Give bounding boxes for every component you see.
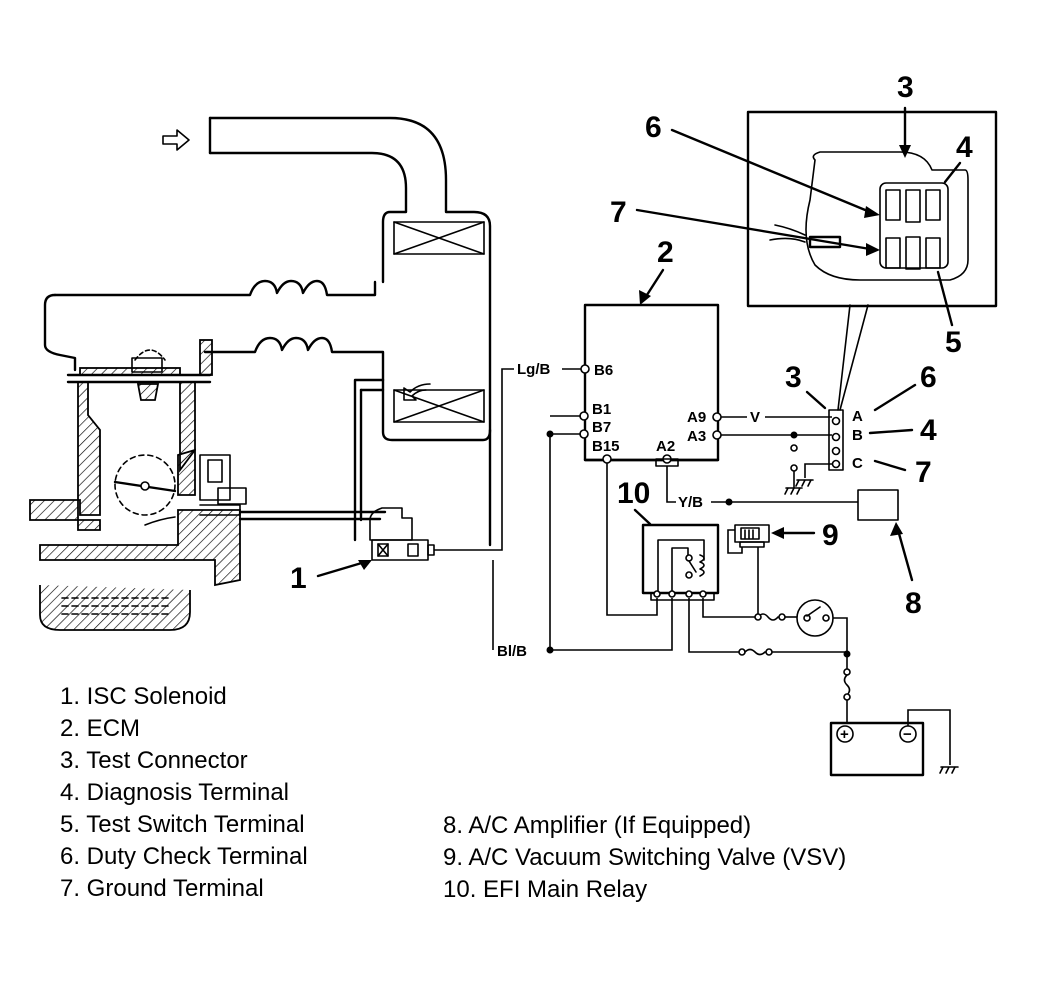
callout-6-connector: 6 — [873, 361, 937, 412]
battery-negative-icon: − — [903, 726, 912, 743]
terminal-c-label: C — [852, 455, 863, 472]
battery: + − — [829, 709, 959, 777]
terminal-a-label: A — [852, 408, 863, 425]
wire-v: V — [721, 409, 832, 495]
legend-item-ground-terminal: 7. Ground Terminal — [60, 875, 264, 902]
callout-9: 9 — [771, 519, 839, 552]
ecm-pin-a2: A2 — [655, 438, 679, 467]
callout-5-inset: 5 — [936, 270, 962, 359]
legend-left: 1. ISC Solenoid 2. ECM 3. Test Connector… — [60, 681, 308, 905]
svg-text:4: 4 — [920, 414, 937, 447]
ecm-pin-a9: A9 — [687, 409, 722, 426]
svg-text:3: 3 — [897, 71, 914, 104]
legend-item-isc-solenoid: 1. ISC Solenoid — [60, 683, 227, 710]
ac-amplifier — [857, 489, 899, 521]
legend-item-test-connector: 3. Test Connector — [60, 747, 248, 774]
svg-text:5: 5 — [945, 326, 962, 359]
ecm-pin-b1: B1 — [579, 401, 611, 421]
svg-text:Lg/B: Lg/B — [517, 361, 550, 378]
callout-4-inset: 4 — [943, 131, 973, 184]
svg-text:A9: A9 — [687, 409, 706, 426]
battery-positive-icon: + — [840, 726, 849, 743]
svg-text:3: 3 — [785, 361, 802, 394]
wire-bl-b: Bl/B — [492, 415, 673, 660]
ecm-pin-b15: B15 — [592, 438, 620, 455]
svg-text:9: 9 — [822, 519, 839, 552]
svg-text:V: V — [750, 409, 760, 426]
throttle-body — [29, 339, 387, 631]
svg-text:1: 1 — [290, 562, 307, 595]
ecm-pin-b7: B7 — [579, 419, 611, 439]
ecm: B6 B1 B7 B15 A2 A9 A3 — [579, 303, 722, 467]
callout-8: 8 — [890, 522, 922, 620]
isc-solenoid — [369, 507, 490, 561]
legend-item-diagnosis-terminal: 4. Diagnosis Terminal — [60, 779, 289, 806]
svg-text:2: 2 — [657, 236, 674, 269]
callout-3-connector: 3 — [785, 361, 827, 410]
fuse-main — [688, 598, 851, 724]
svg-text:6: 6 — [645, 111, 662, 144]
callout-7-inset: 7 — [610, 196, 880, 256]
legend-item-duty-check-terminal: 6. Duty Check Terminal — [60, 843, 308, 870]
svg-text:B6: B6 — [594, 362, 613, 379]
svg-text:A2: A2 — [656, 438, 675, 455]
ac-vsv — [727, 524, 770, 616]
ignition-switch — [702, 598, 848, 655]
callout-3-inset: 3 — [897, 71, 914, 158]
ecm-pin-a3: A3 — [687, 428, 722, 445]
svg-text:Y/B: Y/B — [678, 494, 703, 511]
intake-duct — [43, 116, 492, 547]
ground-icon — [939, 766, 959, 774]
callout-7-connector: 7 — [873, 456, 932, 489]
intake-air-flow-arrow-icon — [162, 129, 190, 151]
terminal-b-label: B — [852, 427, 863, 444]
callout-10: 10 — [617, 477, 652, 526]
svg-text:7: 7 — [915, 456, 932, 489]
efi-main-relay — [641, 523, 720, 601]
callout-2: 2 — [639, 236, 674, 305]
svg-text:A3: A3 — [687, 428, 706, 445]
svg-text:6: 6 — [920, 361, 937, 394]
callout-1: 1 — [290, 560, 372, 595]
svg-text:7: 7 — [610, 196, 627, 229]
legend-item-ac-amplifier: 8. A/C Amplifier (If Equipped) — [443, 812, 752, 839]
svg-text:Bl/B: Bl/B — [497, 643, 527, 660]
callout-6-inset: 6 — [645, 111, 880, 218]
legend-item-test-switch-terminal: 5. Test Switch Terminal — [60, 811, 305, 838]
svg-text:10: 10 — [617, 477, 650, 510]
legend-item-ecm: 2. ECM — [60, 715, 141, 742]
ecm-pin-b6: B6 — [580, 362, 613, 379]
svg-text:B1: B1 — [592, 401, 611, 418]
test-connector: A B C — [795, 304, 869, 487]
callout-4-connector: 4 — [868, 414, 937, 447]
svg-text:8: 8 — [905, 587, 922, 620]
wire-lg-b: Lg/B — [490, 361, 581, 551]
connector-inset — [746, 110, 998, 308]
svg-text:4: 4 — [956, 131, 973, 164]
legend-item-efi-main-relay: 10. EFI Main Relay — [443, 876, 648, 903]
legend-right: 8. A/C Amplifier (If Equipped) 9. A/C Va… — [443, 810, 846, 906]
legend-item-ac-vsv: 9. A/C Vacuum Switching Valve (VSV) — [443, 844, 847, 871]
wire-b15 — [606, 463, 658, 616]
wire-y-b: Y/B — [666, 466, 858, 511]
svg-text:B7: B7 — [592, 419, 611, 436]
